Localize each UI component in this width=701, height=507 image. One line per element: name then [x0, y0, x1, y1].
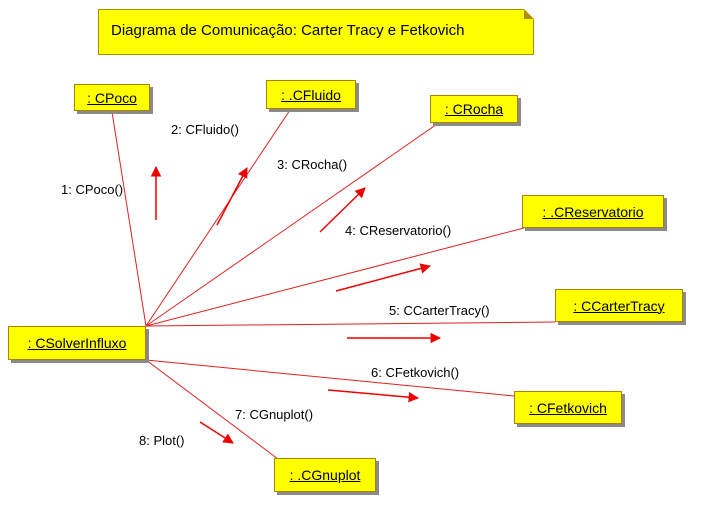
- message-8-label: 8: Plot(): [139, 433, 185, 448]
- arrow-creservatorio: [335, 263, 432, 292]
- message-7-label: 7: CGnuplot(): [235, 407, 314, 422]
- object-csolverinfluxo[interactable]: : CSolverInfluxo: [8, 326, 146, 360]
- message-4-label: 4: CReservatorio(): [345, 223, 452, 238]
- arrow-cgnuplot: [199, 421, 234, 444]
- link-creservatorio: [145, 227, 525, 327]
- link-cfetkovich: [145, 359, 515, 397]
- object-cfluido[interactable]: : .CFluido: [266, 80, 356, 109]
- object-cpoco[interactable]: : CPoco: [74, 84, 150, 111]
- arrow-crocha: [319, 187, 366, 233]
- message-5-label: 5: CCarterTracy(): [389, 303, 490, 318]
- diagram-title-note: Diagrama de Comunicação: Carter Tracy e …: [98, 9, 534, 55]
- object-cgnuplot[interactable]: : .CGnuplot: [274, 458, 376, 492]
- note-fold-corner: [524, 9, 534, 19]
- diagram-title: Diagrama de Comunicação: Carter Tracy e …: [111, 22, 465, 39]
- arrow-cfluido: [216, 167, 248, 226]
- message-2-label: 2: CFluido(): [171, 122, 239, 137]
- object-ccartertracy[interactable]: : CCarterTracy: [555, 289, 683, 322]
- message-6-label: 6: CFetkovich(): [371, 365, 460, 380]
- link-ccartertracy: [145, 321, 556, 327]
- object-creservatorio[interactable]: : .CReservatorio: [522, 195, 664, 228]
- message-1-label: 1: CPoco(): [61, 182, 124, 197]
- arrow-cfetkovich: [327, 389, 420, 403]
- link-cpoco: [111, 111, 147, 327]
- object-cfetkovich[interactable]: : CFetkovich: [514, 391, 622, 424]
- message-3-label: 3: CRocha(): [277, 157, 348, 172]
- object-crocha[interactable]: : CRocha: [430, 95, 518, 123]
- link-cfluido: [145, 109, 291, 327]
- link-cgnuplot: [145, 359, 279, 460]
- link-crocha: [145, 121, 441, 327]
